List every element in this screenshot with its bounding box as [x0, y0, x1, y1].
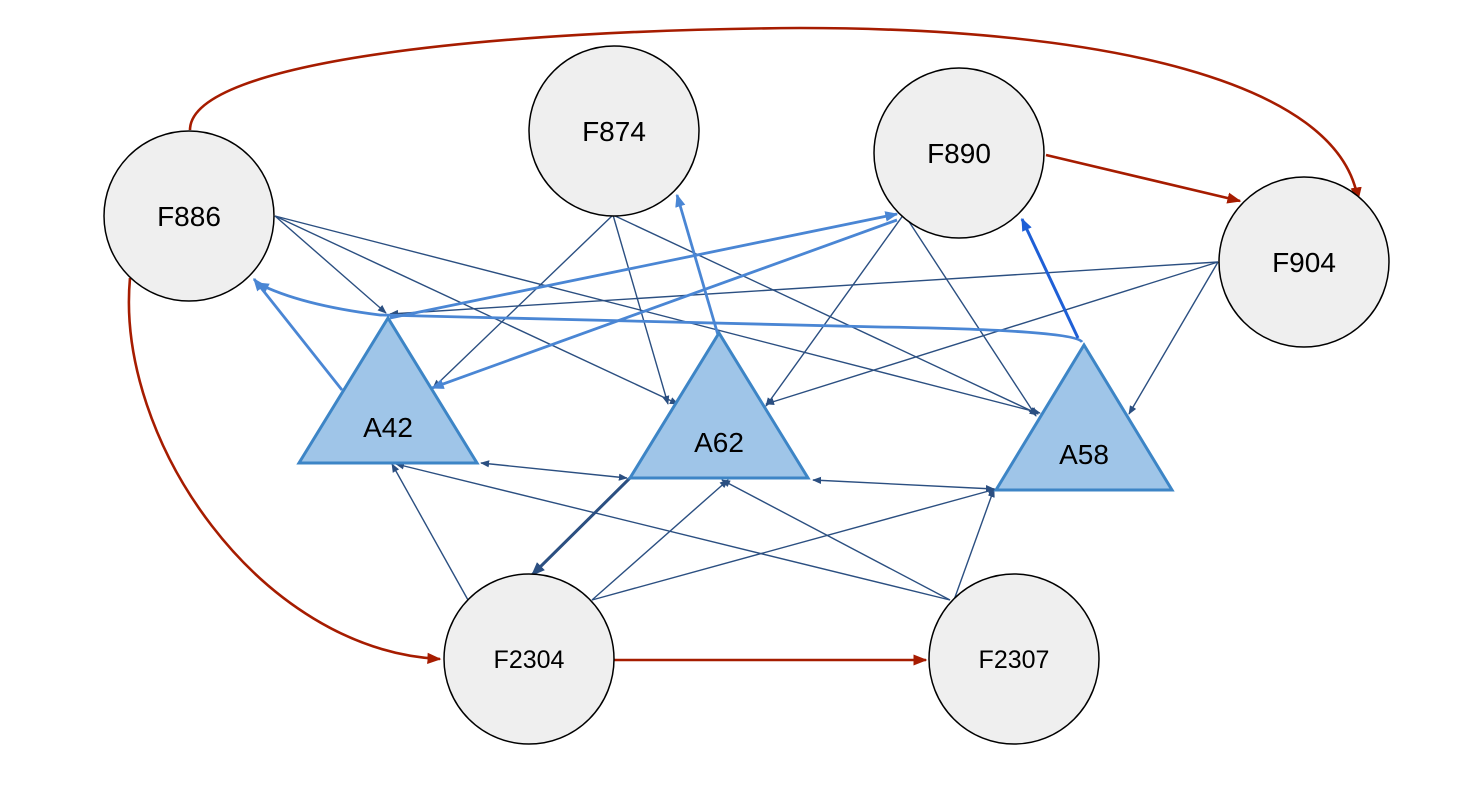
- edge-f2307-a58: [953, 488, 995, 601]
- edge-f890-a42: [430, 218, 898, 390]
- node-f886-label: F886: [157, 201, 221, 232]
- node-f890-shape: [873, 67, 1045, 239]
- edge-f2307-a62: [721, 479, 951, 601]
- node-f874-shape: [528, 45, 700, 217]
- node-f2304-label: F2304: [494, 646, 565, 674]
- edge-f874-a62: [612, 214, 670, 405]
- edge-f886-f2304: [127, 277, 442, 664]
- edge-f874-a58: [612, 214, 1039, 415]
- node-a58-shape: [993, 342, 1175, 492]
- node-f874-label: F874: [582, 116, 646, 147]
- edge-f2304-a58: [591, 487, 997, 601]
- node-a42[interactable]: A42: [296, 315, 480, 465]
- edge-f890-f904: [1045, 153, 1242, 204]
- edge-a62-a58: [812, 476, 995, 493]
- node-f904-shape: [1218, 176, 1390, 348]
- node-f2307[interactable]: F2307: [928, 573, 1100, 745]
- edge-f874-a42: [432, 214, 614, 389]
- edge-f890-a62: [765, 213, 905, 407]
- node-f2307-label: F2307: [979, 646, 1050, 674]
- edge-a62-f2304: [530, 476, 632, 577]
- edge-f886-a62: [274, 215, 679, 405]
- node-f904[interactable]: F904: [1218, 176, 1390, 348]
- edge-f886-a58: [274, 215, 1041, 415]
- node-f2304-shape: [443, 573, 615, 745]
- edge-f904-a58: [1128, 261, 1219, 415]
- node-a42-shape: [296, 315, 480, 465]
- node-f886-shape: [103, 130, 275, 302]
- edge-a42-f890: [389, 211, 899, 320]
- edge-a58-f886: [255, 281, 1084, 344]
- edge-f2304-a62: [591, 479, 729, 601]
- node-a62-label: A62: [694, 427, 744, 458]
- edge-a42-a62: [480, 460, 628, 481]
- node-f874[interactable]: F874: [528, 45, 700, 217]
- node-f890-label: F890: [927, 138, 991, 169]
- edge-a58-f890: [1020, 217, 1080, 339]
- edge-f886-f904: [188, 26, 1362, 202]
- node-a58-label: A58: [1059, 439, 1109, 470]
- edge-f886-a42: [274, 215, 387, 314]
- edge-f904-a62: [765, 261, 1219, 406]
- node-f890[interactable]: F890: [873, 67, 1045, 239]
- node-f2304[interactable]: F2304: [443, 573, 615, 745]
- node-a58[interactable]: A58: [993, 342, 1175, 492]
- node-a62[interactable]: A62: [627, 330, 811, 480]
- edge-f904-a42: [389, 261, 1219, 318]
- edge-a62-f874: [675, 193, 720, 336]
- node-f886[interactable]: F886: [103, 130, 275, 302]
- edge-f2304-a42: [391, 463, 469, 601]
- node-a42-label: A42: [363, 412, 413, 443]
- node-f904-label: F904: [1272, 247, 1336, 278]
- node-f2307-shape: [928, 573, 1100, 745]
- edge-f2307-a42: [395, 462, 951, 601]
- edge-f890-a58: [903, 213, 1037, 417]
- node-a62-shape: [627, 330, 811, 480]
- edge-a42-f886: [252, 277, 344, 391]
